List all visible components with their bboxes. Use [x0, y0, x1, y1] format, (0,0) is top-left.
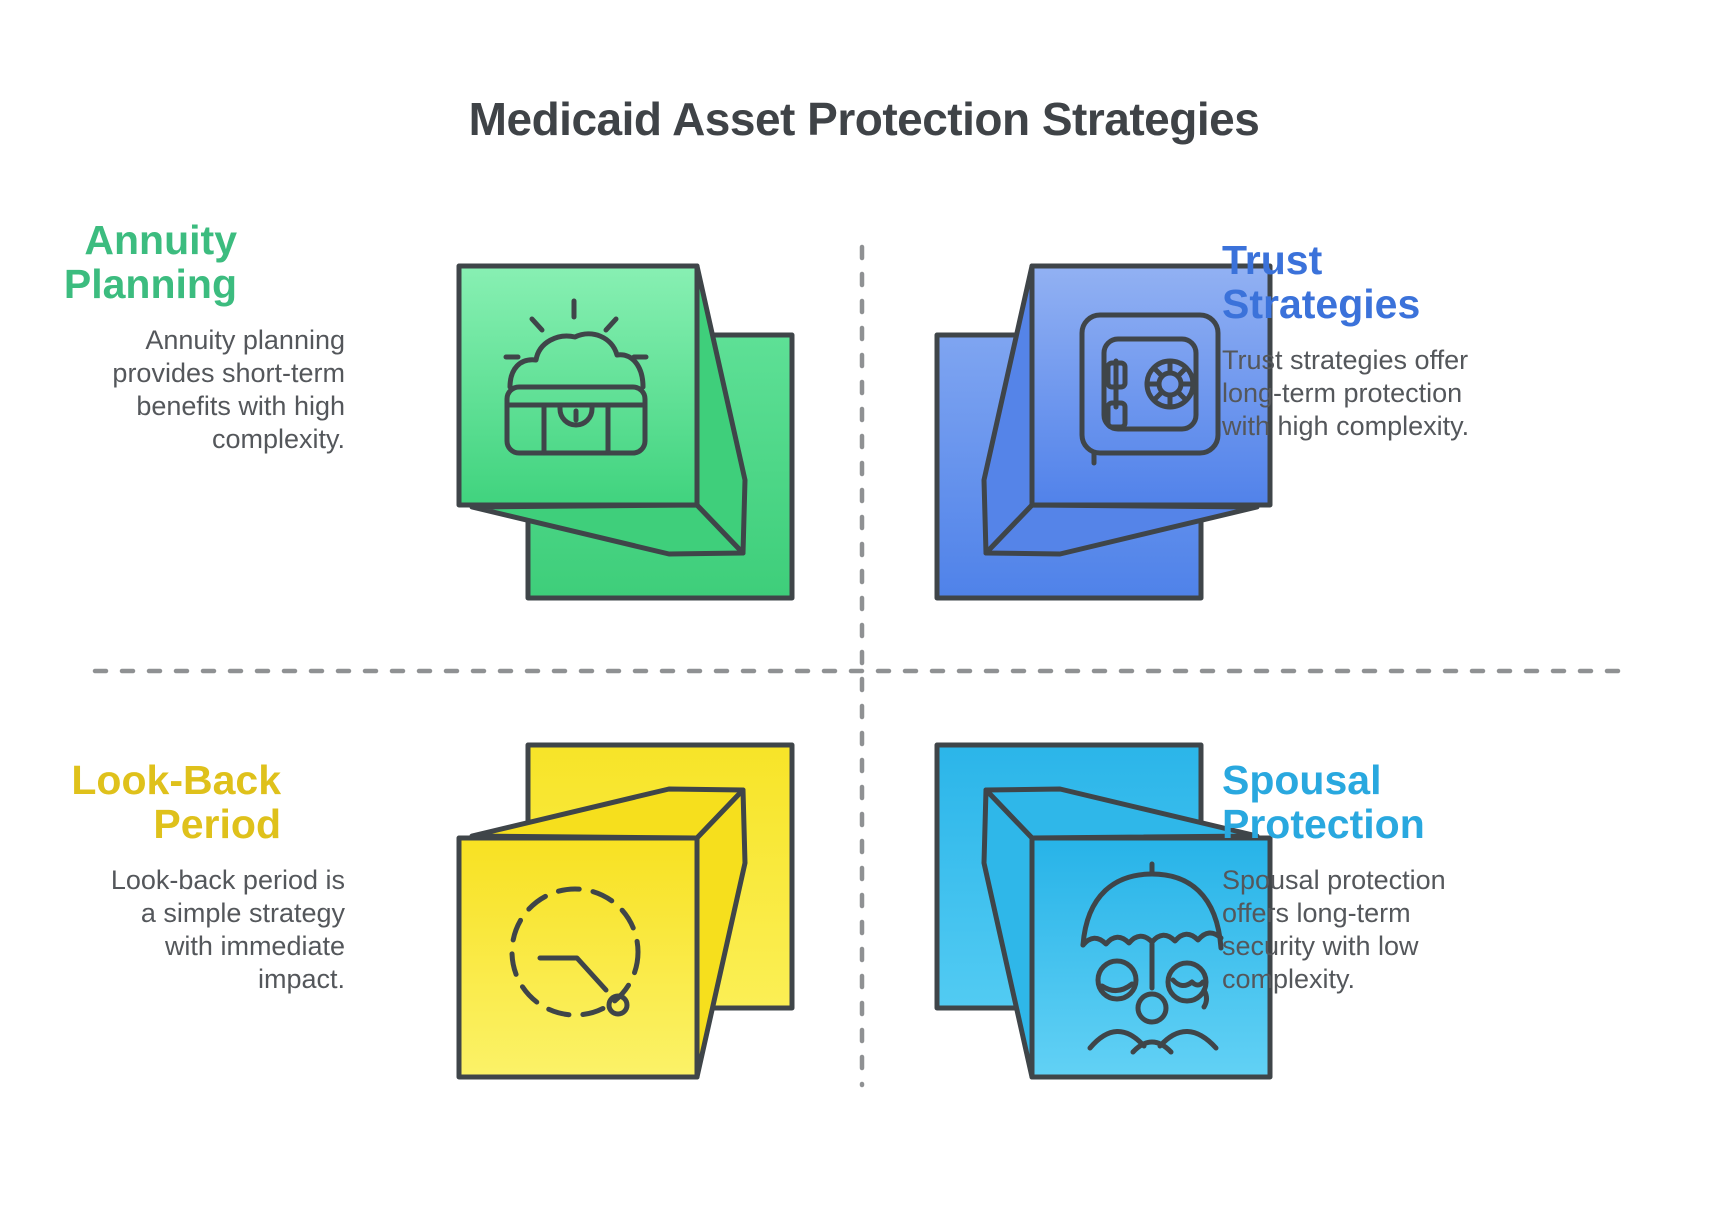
- quadrant-description: Spousal protection offers long-term secu…: [1222, 865, 1446, 994]
- green-cube-graphic: [456, 263, 795, 601]
- quadrant-heading: Look-Back Period: [71, 757, 281, 847]
- quadrant-spousal-text: Spousal Protection Spousal protection of…: [1222, 758, 1552, 996]
- page-title: Medicaid Asset Protection Strategies: [468, 93, 1260, 145]
- quadrant-heading: Trust Strategies: [1222, 237, 1421, 327]
- quadrant-description: Trust strategies offer long-term protect…: [1222, 345, 1470, 441]
- quadrant-heading: Annuity Planning: [63, 217, 237, 307]
- safe-vault-icon: [1079, 312, 1221, 466]
- cube-shape: [934, 263, 1273, 601]
- quadrant-lookback-text: Look-Back Period Look-back period is a s…: [40, 758, 345, 996]
- cube-shape: [934, 742, 1273, 1080]
- quadrant-description: Annuity planning provides short-term ben…: [112, 325, 345, 454]
- quadrant-annuity-text: Annuity Planning Annuity planning provid…: [40, 218, 345, 456]
- blue-cube-graphic: [934, 263, 1273, 601]
- yellow-cube-graphic: [456, 742, 795, 1080]
- clock-icon: [509, 886, 641, 1018]
- cyan-cube-graphic: [934, 742, 1273, 1080]
- cube-shape: [456, 263, 795, 601]
- quadrant-heading: Spousal Protection: [1222, 757, 1425, 847]
- quadrant-trust-text: Trust Strategies Trust strategies offer …: [1222, 238, 1552, 443]
- cube-shape: [456, 742, 795, 1080]
- quadrant-description: Look-back period is a simple strategy wi…: [110, 865, 345, 994]
- treasure-chest-icon: [503, 298, 649, 456]
- family-umbrella-icon: [1080, 861, 1224, 1055]
